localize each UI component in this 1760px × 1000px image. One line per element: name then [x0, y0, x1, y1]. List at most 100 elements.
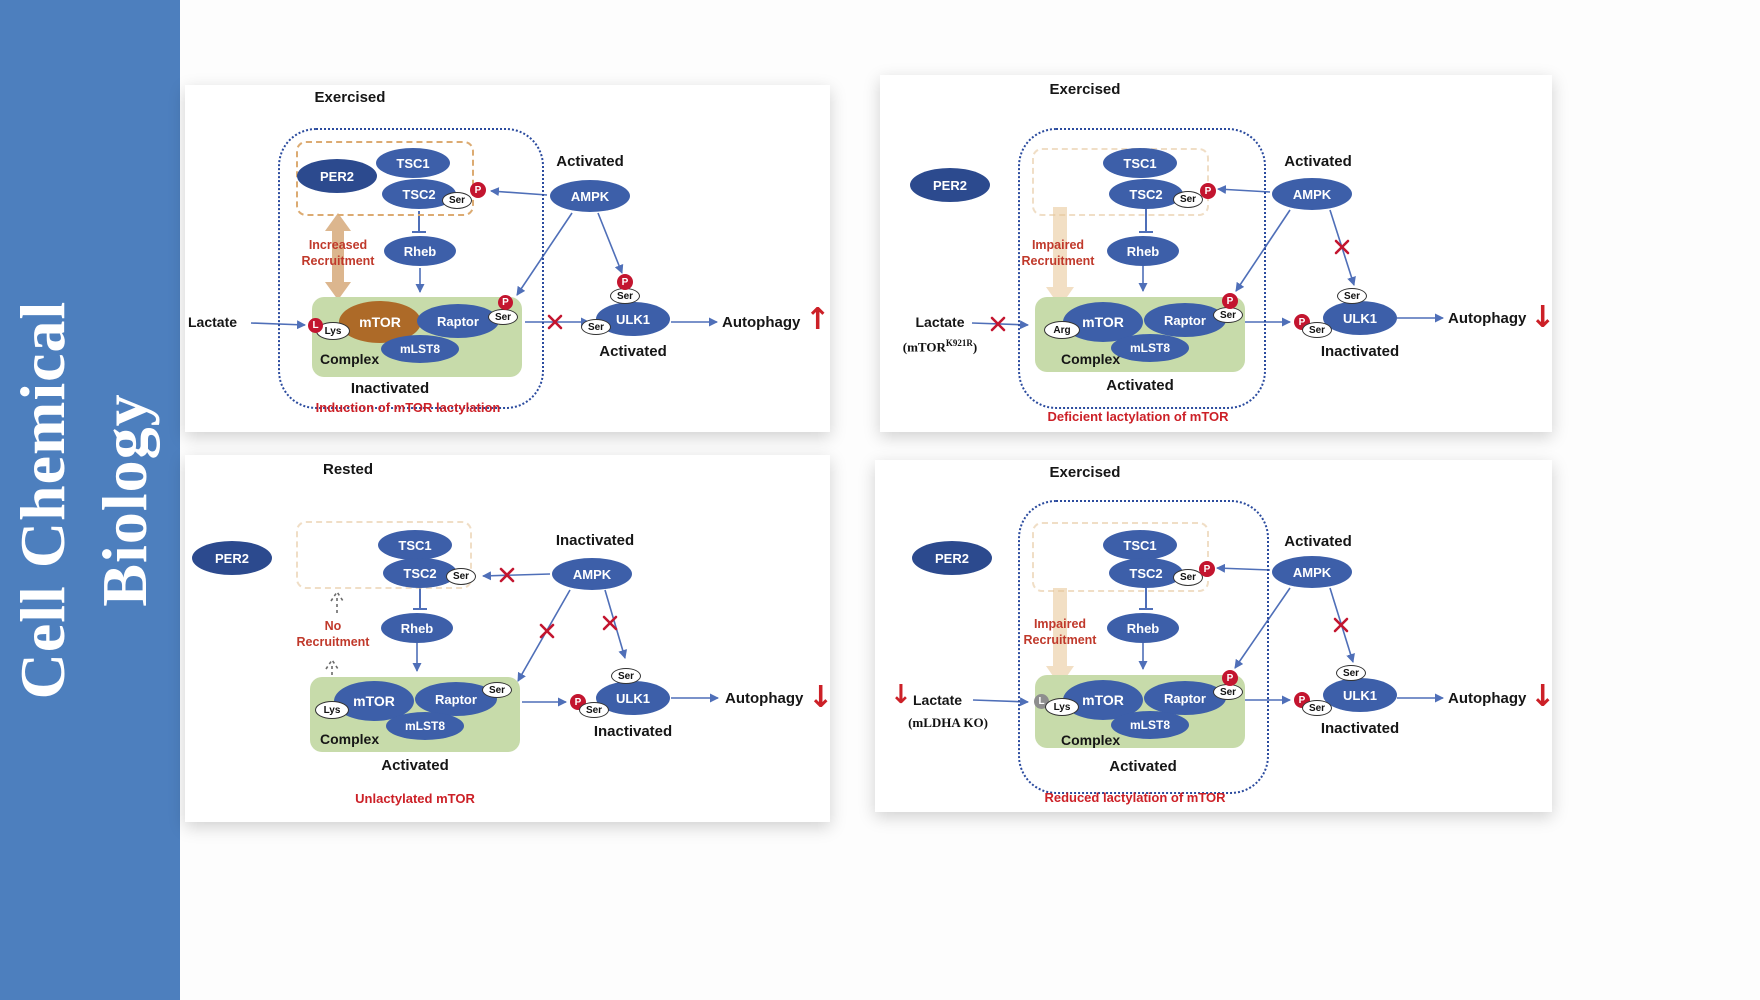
lactate-down-arrow: ↓ [890, 680, 912, 710]
complex-label: Complex [320, 731, 380, 747]
panel-caption: Induction of mTOR lactylation [315, 400, 501, 415]
panel-exercised-k921r: Exercised PER2 TSC1 TSC2 Ser P Activated… [880, 75, 1556, 432]
tsc2-phospho-badge: P [470, 182, 486, 198]
per2-node: PER2 [192, 541, 272, 575]
complex-label: Complex [1061, 351, 1121, 367]
rheb-node: Rheb [1107, 613, 1179, 643]
autophagy-down-arrow: ↓ [1530, 300, 1556, 335]
autophagy-label: Autophagy [1448, 310, 1527, 327]
rheb-node: Rheb [1107, 236, 1179, 266]
lys-site: Lys [315, 701, 349, 719]
recruitment-label: Increased Recruitment [301, 238, 375, 269]
mlst8-node: mLST8 [386, 712, 464, 740]
ulk1-ser-top-site: Ser [1336, 665, 1366, 681]
raptor-ser-site: Ser [482, 682, 512, 698]
ampk-node: AMPK [550, 180, 630, 212]
panel-exercised-mldha-ko: Exercised PER2 TSC1 TSC2 Ser P Activated… [875, 460, 1556, 812]
lactate-note: (mLDHA KO) [908, 715, 988, 730]
panel-caption: Reduced lactylation of mTOR [1044, 790, 1226, 805]
panel-caption: Unlactylated mTOR [355, 791, 475, 806]
tsc2-ser-site: Ser [1173, 569, 1203, 586]
raptor-node: Raptor [415, 682, 497, 716]
recruitment-label: Impaired Recruitment [1021, 238, 1095, 269]
ulk1-ser-site: Ser [1302, 700, 1332, 716]
condition-title: Exercised [1049, 81, 1121, 98]
panel-exercised-induction: Exercised PER2 TSC1 TSC2 Ser P Activated… [185, 85, 830, 432]
tsc2-phospho-badge: P [1200, 183, 1216, 199]
autophagy-label: Autophagy [1448, 690, 1527, 707]
ulk1-phospho-badge: P [617, 274, 633, 290]
exercise-frame [1018, 500, 1269, 794]
tsc2-node: TSC2 [383, 558, 457, 588]
ulk1-ser-site: Ser [579, 702, 609, 718]
raptor-phospho-badge: P [498, 295, 513, 310]
autophagy-label: Autophagy [722, 314, 801, 331]
complex-state-label: Activated [1109, 758, 1177, 775]
condition-title: Exercised [1049, 464, 1121, 481]
lactate-label: Lactate [915, 314, 965, 330]
autophagy-up-arrow: ↑ [805, 302, 831, 337]
mlst8-node: mLST8 [1111, 334, 1189, 362]
tsc2-phospho-badge: P [1199, 561, 1215, 577]
ulk1-ser-top-site: Ser [610, 288, 640, 304]
autophagy-label: Autophagy [725, 690, 804, 707]
raptor-node: Raptor [1144, 681, 1226, 715]
rheb-node: Rheb [384, 236, 456, 266]
tsc2-ser-site: Ser [1173, 191, 1203, 208]
tsc2-ser-site: Ser [446, 568, 476, 585]
ulk1-ser-site: Ser [1302, 322, 1332, 338]
recruitment-zone-box [296, 521, 472, 589]
lactyl-badge: L [308, 318, 323, 333]
tsc1-node: TSC1 [378, 530, 452, 560]
arg-site: Arg [1044, 321, 1080, 339]
exercise-frame [1018, 128, 1266, 409]
journal-title-line2: Biology [89, 393, 160, 607]
ampk-state-label: Activated [556, 153, 624, 170]
raptor-phospho-badge: P [1222, 293, 1238, 309]
ampk-node: AMPK [552, 558, 632, 590]
recruitment-label: Impaired Recruitment [1023, 617, 1097, 648]
condition-title: Exercised [314, 89, 386, 106]
raptor-ser-site: Ser [488, 309, 518, 325]
recruitment-zone-box [1032, 522, 1209, 592]
ulk1-state-label: Inactivated [1320, 720, 1400, 737]
rheb-node: Rheb [381, 613, 453, 643]
tsc2-ser-site: Ser [442, 192, 472, 209]
tsc2-node: TSC2 [1109, 179, 1183, 209]
per2-node: PER2 [912, 541, 992, 575]
lactate-note: (mTORK921R) [902, 338, 978, 355]
complex-state-label: Inactivated [350, 380, 430, 397]
ampk-state-label: Activated [1284, 153, 1352, 170]
ulk1-ser-top-site: Ser [1337, 288, 1367, 304]
raptor-node: Raptor [417, 304, 499, 338]
tsc1-node: TSC1 [376, 148, 450, 178]
raptor-node: Raptor [1144, 303, 1226, 337]
lys-site: Lys [1045, 698, 1079, 716]
complex-state-label: Activated [381, 757, 449, 774]
per2-node: PER2 [297, 159, 377, 193]
ampk-state-label: Activated [1284, 533, 1352, 550]
lactate-label: Lactate [188, 314, 238, 330]
ulk1-state-label: Activated [599, 343, 667, 360]
autophagy-down-arrow: ↓ [1530, 679, 1556, 714]
raptor-phospho-badge: P [1222, 670, 1238, 686]
complex-label: Complex [320, 351, 380, 367]
ampk-state-label: Inactivated [555, 532, 635, 549]
ulk1-ser-top-site: Ser [611, 668, 641, 684]
raptor-ser-site: Ser [1213, 307, 1243, 323]
ulk1-state-label: Inactivated [593, 723, 673, 740]
mlst8-node: mLST8 [1111, 711, 1189, 739]
exercise-frame [278, 128, 544, 409]
condition-title: Rested [322, 461, 374, 478]
mtor-node: mTOR [339, 301, 421, 343]
tsc1-node: TSC1 [1103, 148, 1177, 178]
journal-banner: Cell Chemical Biology [0, 0, 180, 1000]
per2-node: PER2 [910, 168, 990, 202]
ulk1-ser-site: Ser [581, 319, 611, 335]
ulk1-node: ULK1 [1323, 301, 1397, 335]
ampk-node: AMPK [1272, 556, 1352, 588]
tsc1-node: TSC1 [1103, 530, 1177, 560]
ulk1-state-label: Inactivated [1320, 343, 1400, 360]
panel-rested: Rested PER2 TSC1 TSC2 Ser Inactivated AM… [185, 455, 833, 822]
